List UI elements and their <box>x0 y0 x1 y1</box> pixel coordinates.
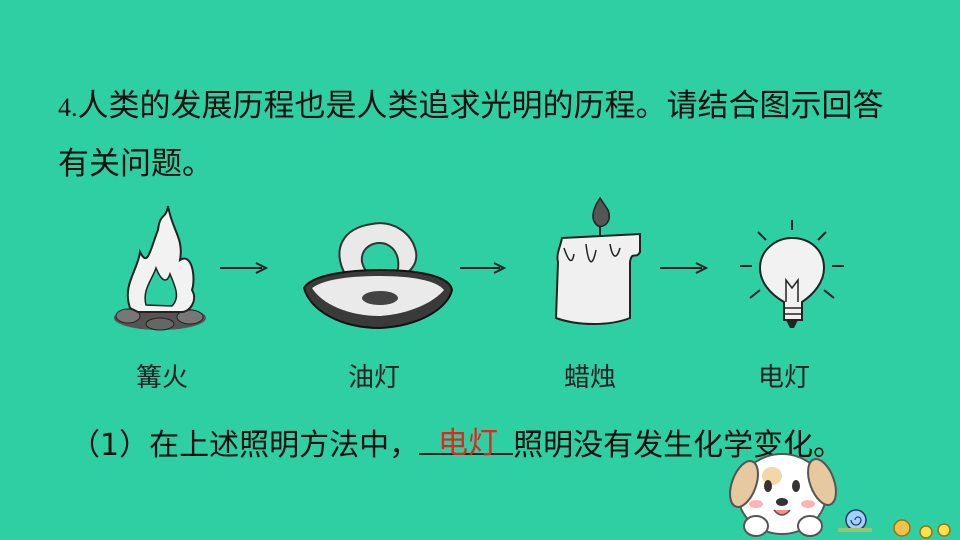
candle-icon <box>554 196 641 325</box>
caption-light-bulb: 电灯 <box>758 363 811 393</box>
answer-text: 电灯 <box>438 426 498 461</box>
lighting-evolution-diagram <box>114 196 844 331</box>
arrow-3 <box>660 262 709 274</box>
arrow-1 <box>220 262 269 274</box>
light-bulb-icon <box>740 220 844 328</box>
oil-lamp-icon <box>302 222 454 330</box>
caption-oil-lamp: 油灯 <box>348 363 401 393</box>
arrow-2 <box>460 262 507 274</box>
caption-bonfire: 篝火 <box>136 363 189 393</box>
bonfire-icon <box>114 205 206 331</box>
puppy-mascot-icon <box>729 453 951 539</box>
question-number: 4. <box>58 93 78 122</box>
question-body: 人类的发展历程也是人类追求光明的历程。请结合图示回答有关问题。 <box>58 88 884 182</box>
answer-blank <box>419 423 514 455</box>
subquestion-prefix: （1）在上述照明方法中， <box>70 428 420 463</box>
question-text: 4.人类的发展历程也是人类追求光明的历程。请结合图示回答有关问题。 <box>58 78 888 193</box>
caption-candle: 蜡烛 <box>564 363 617 393</box>
